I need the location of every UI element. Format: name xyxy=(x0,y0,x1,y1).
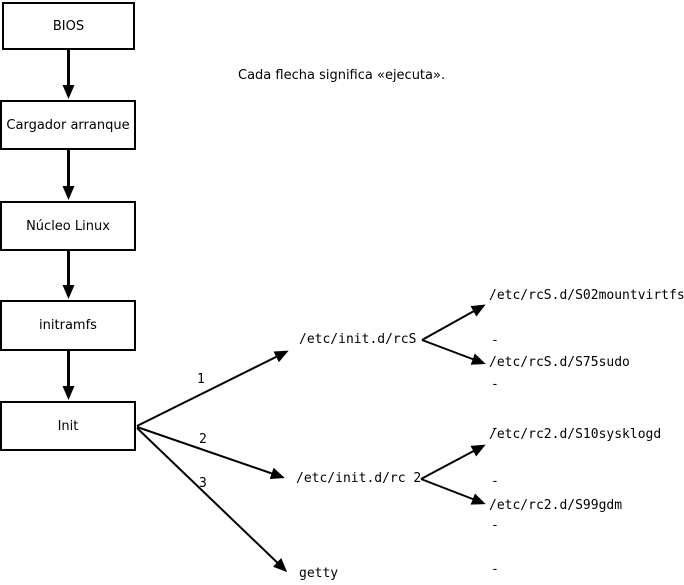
arrow-rcs-to-last-script xyxy=(421,339,486,365)
label-init-d-rcs: /etc/init.d/rcS xyxy=(299,332,417,347)
arrow-init-to-rcs xyxy=(136,350,289,427)
ellipsis-rcs-scripts: - - - xyxy=(491,305,522,465)
label-getty: getty xyxy=(299,566,339,581)
arrow-rc2-to-first-script xyxy=(420,444,486,480)
node-init-label: Init xyxy=(57,418,79,434)
ellipsis-rc2-scripts: - - - xyxy=(491,446,522,585)
node-bootloader: Cargador arranque xyxy=(0,100,136,150)
branch-number-1: 1 xyxy=(197,372,205,387)
branch-number-3: 3 xyxy=(199,476,207,491)
label-rc2-first-script: /etc/rc2.d/S10sysklogd xyxy=(489,427,662,442)
ellipsis-dash: - xyxy=(491,377,499,392)
node-init: Init xyxy=(0,401,136,451)
arrow-init-to-getty xyxy=(136,427,288,573)
legend-caption: Cada flecha significa «ejecuta». xyxy=(238,68,446,83)
node-kernel: Núcleo Linux xyxy=(0,201,136,251)
label-rc2-last-script: /etc/rc2.d/S99gdm xyxy=(489,498,623,513)
node-initramfs: initramfs xyxy=(0,300,136,351)
label-rcs-first-script: /etc/rcS.d/S02mountvirtfs xyxy=(489,288,684,303)
arrow-rc2-to-last-script xyxy=(420,478,486,505)
node-initramfs-label: initramfs xyxy=(39,318,97,333)
ellipsis-dash: - xyxy=(491,333,499,348)
arrow-init-to-rc2 xyxy=(136,426,285,480)
ellipsis-dash: - xyxy=(491,474,499,489)
ellipsis-dash: - xyxy=(491,518,499,533)
branch-number-2: 2 xyxy=(199,432,207,447)
node-bios: BIOS xyxy=(2,2,135,50)
node-bios-label: BIOS xyxy=(52,18,85,34)
arrow-rcs-to-first-script xyxy=(421,304,486,341)
ellipsis-dash: - xyxy=(491,421,499,436)
node-bootloader-label: Cargador arranque xyxy=(6,117,130,133)
label-rcs-last-script: /etc/rcS.d/S75sudo xyxy=(489,355,630,370)
label-init-d-rc2: /etc/init.d/rc 2 xyxy=(296,471,422,486)
node-kernel-label: Núcleo Linux xyxy=(26,218,110,234)
ellipsis-dash: - xyxy=(491,562,499,577)
